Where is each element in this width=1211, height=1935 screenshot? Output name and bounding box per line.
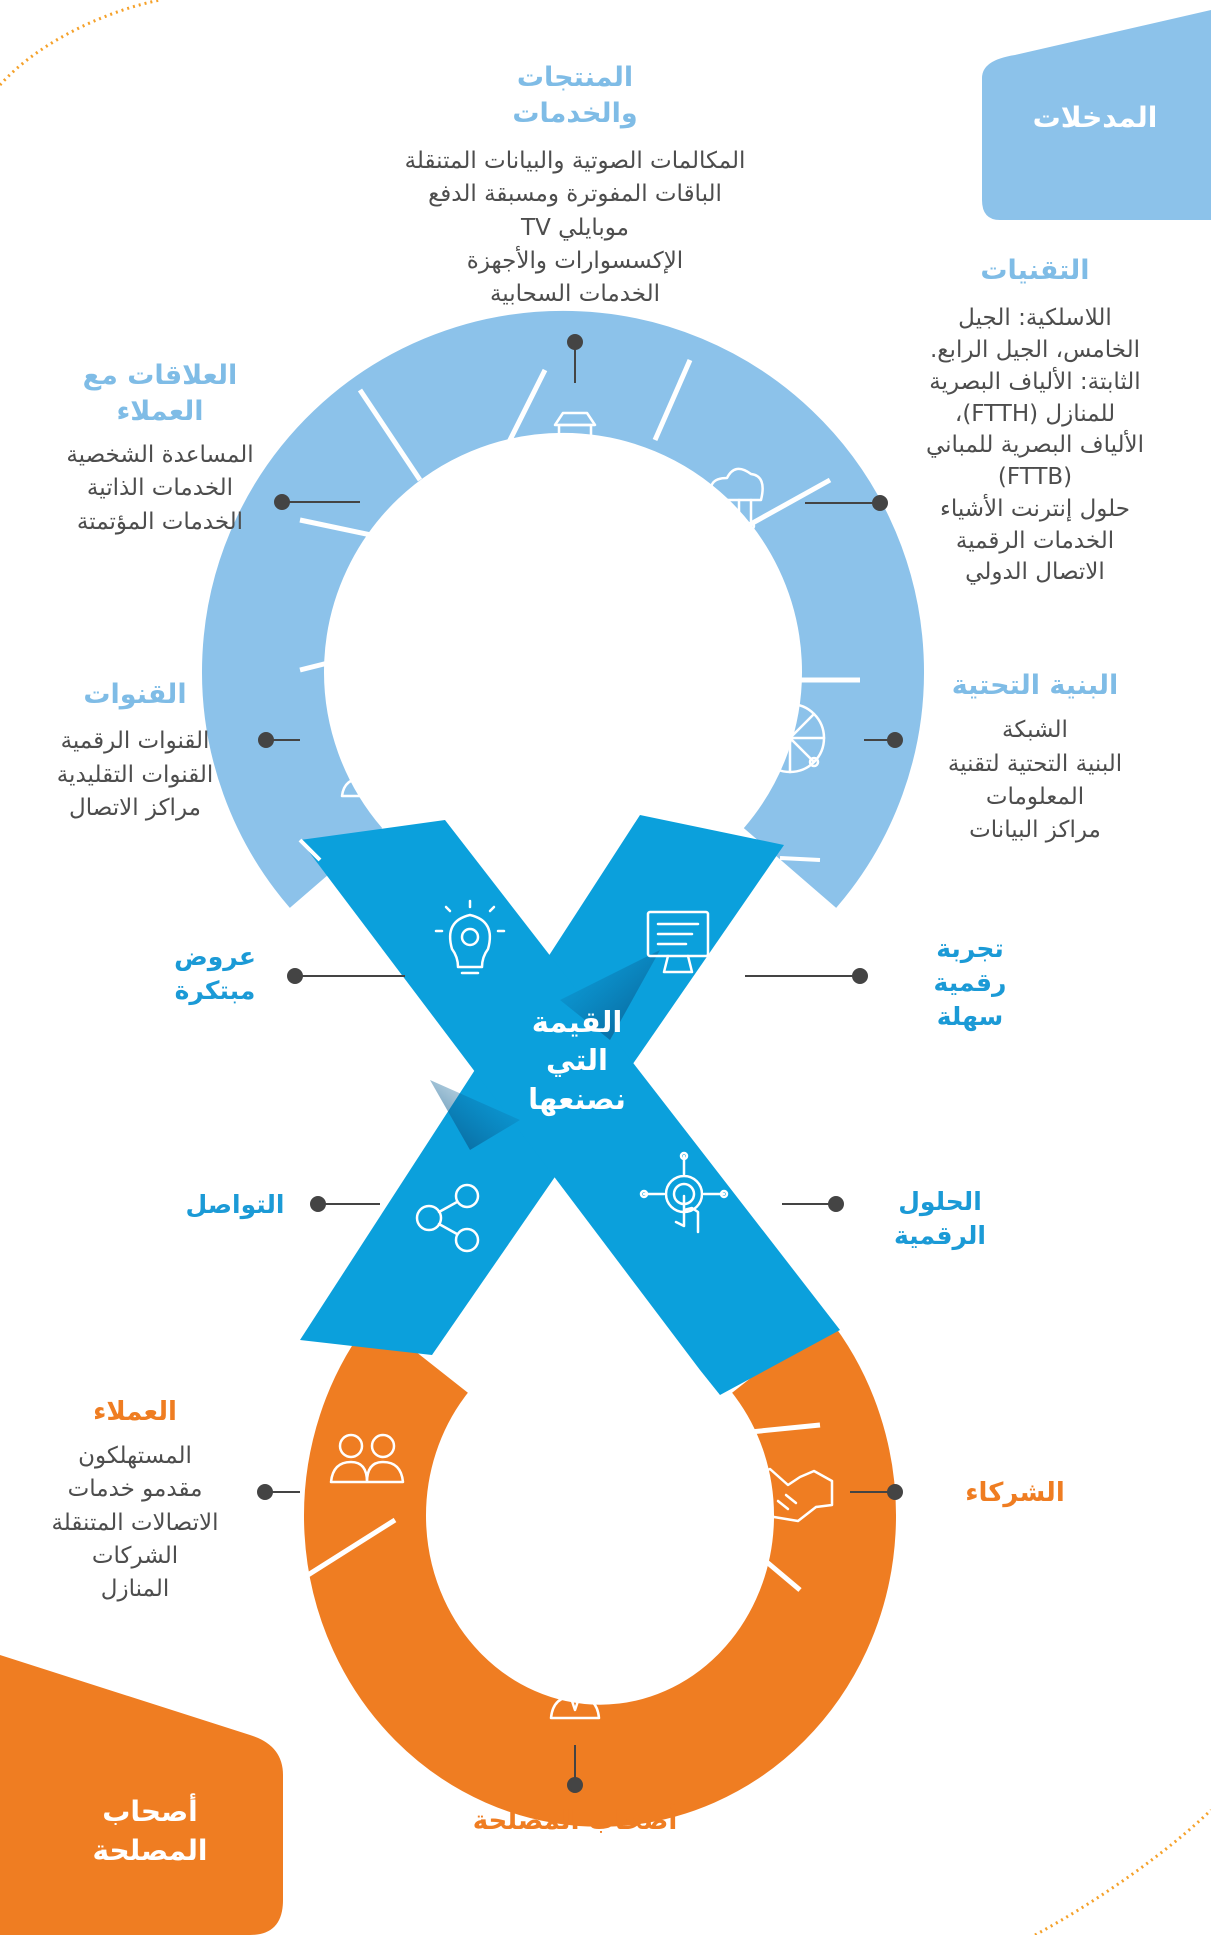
inputs-box <box>982 10 1211 220</box>
customers-item: المستهلكون <box>78 1443 192 1470</box>
technologies-item: الألياف البصرية للمباني <box>925 432 1145 459</box>
technologies-item: الاتصال الدولي <box>965 559 1105 586</box>
customers-title: العملاء <box>93 1397 177 1427</box>
people-pair-icon <box>350 538 426 587</box>
infrastructure-item: مراكز البيانات <box>969 817 1101 844</box>
infrastructure-item: البنية التحتية لتقنية <box>947 750 1123 777</box>
touch-network-icon <box>639 1151 729 1234</box>
channels-item: مراكز الاتصال <box>69 795 201 822</box>
customers-section: العملاء المستهلكون مقدمو خدمات الاتصالات… <box>10 1395 260 1607</box>
products-item: الخدمات السحابية <box>489 281 661 308</box>
inputs-box-label: المدخلات <box>1032 101 1158 134</box>
monitor-icon <box>646 910 710 974</box>
customer-relations-section: العلاقات مع العملاء المساعدة الشخصية الخ… <box>25 358 295 539</box>
channels-item: القنوات التقليدية <box>56 761 214 788</box>
customers-item: الشركات <box>91 1543 179 1570</box>
center-title: القيمة التي نصنعها <box>528 1005 626 1116</box>
products-item: الإكسسوارات والأجهزة <box>466 247 684 274</box>
crossing-bands <box>298 815 840 1395</box>
communication-title: التواصل <box>185 1190 285 1219</box>
stakeholders-bottom-title: أصحاب المصلحة <box>472 1806 678 1836</box>
customer-relations-item: الخدمات الذاتية <box>86 475 234 502</box>
technologies-section: التقنيات اللاسلكية: الجيل الخامس، الجيل … <box>890 253 1180 589</box>
technologies-title: التقنيات <box>980 255 1090 286</box>
person-icon <box>549 1666 601 1720</box>
dotted-arc-top <box>0 0 161 86</box>
handshake-icon <box>750 1467 834 1523</box>
customers-item: المنازل <box>100 1576 170 1603</box>
lightbulb-gear-icon <box>434 899 506 975</box>
technologies-item: للمنازل (FTTH)، <box>954 400 1116 427</box>
channels-title: القنوات <box>83 679 187 710</box>
customer-relations-item: المساعدة الشخصية <box>66 441 254 468</box>
cloud-network-icon <box>709 467 764 539</box>
customer-relations-item: الخدمات المؤتمتة <box>76 508 244 535</box>
channels-item: القنوات الرقمية <box>60 728 210 755</box>
dotted-arc-bottom <box>1034 1808 1211 1935</box>
infrastructure-item: الشبكة <box>1002 717 1068 744</box>
channels-section: القنوات القنوات الرقمية القنوات التقليدي… <box>20 677 250 825</box>
products-item: المكالمات الصوتية والبيانات المتنقلة <box>404 147 746 174</box>
technologies-item: الخامس، الجيل الرابع. <box>930 337 1140 364</box>
infrastructure-item: المعلومات <box>985 784 1085 811</box>
upper-loop <box>202 310 924 908</box>
technologies-item: الخدمات الرقمية <box>955 527 1115 554</box>
lower-loop <box>298 1317 896 1827</box>
digital-experience-title: تجربة رقمية سهلة <box>933 934 1007 1031</box>
innovative-offers-title: عروض مبتكرة <box>174 942 256 1005</box>
products-item: موبايلي TV <box>521 214 629 241</box>
agent-chat-icon <box>340 732 406 798</box>
technologies-item: الثابتة: الألياف البصرية <box>929 368 1141 395</box>
globe-network-icon <box>754 698 826 774</box>
products-section: المنتجات والخدمات المكالمات الصوتية والب… <box>340 60 810 312</box>
products-item: الباقات المفوترة ومسبقة الدفع <box>428 181 722 208</box>
technologies-item: حلول إنترنت الأشياء <box>940 495 1130 522</box>
technologies-item: (FTTB) <box>997 464 1073 491</box>
digital-solutions-title: الحلول الرقمية <box>893 1187 986 1250</box>
network-people-icon <box>415 1183 480 1253</box>
stakeholders-box-label: أصحاب المصلحة <box>92 1795 208 1868</box>
partners-title: الشركاء <box>965 1478 1065 1508</box>
box-hand-icon <box>539 411 601 459</box>
customer-relations-title: العلاقات مع العملاء <box>82 360 238 428</box>
infrastructure-section: البنية التحتية الشبكة البنية التحتية لتق… <box>910 668 1160 848</box>
customers-item: مقدمو خدمات <box>67 1476 203 1503</box>
infrastructure-title: البنية التحتية <box>951 670 1119 701</box>
stakeholders-box <box>0 1655 283 1935</box>
people-pair-orange-icon <box>329 1433 405 1484</box>
technologies-item: اللاسلكية: الجيل <box>958 305 1112 332</box>
products-title: المنتجات والخدمات <box>512 62 638 130</box>
customers-item: الاتصالات المتنقلة <box>51 1509 219 1536</box>
connector-lines <box>257 334 903 1793</box>
